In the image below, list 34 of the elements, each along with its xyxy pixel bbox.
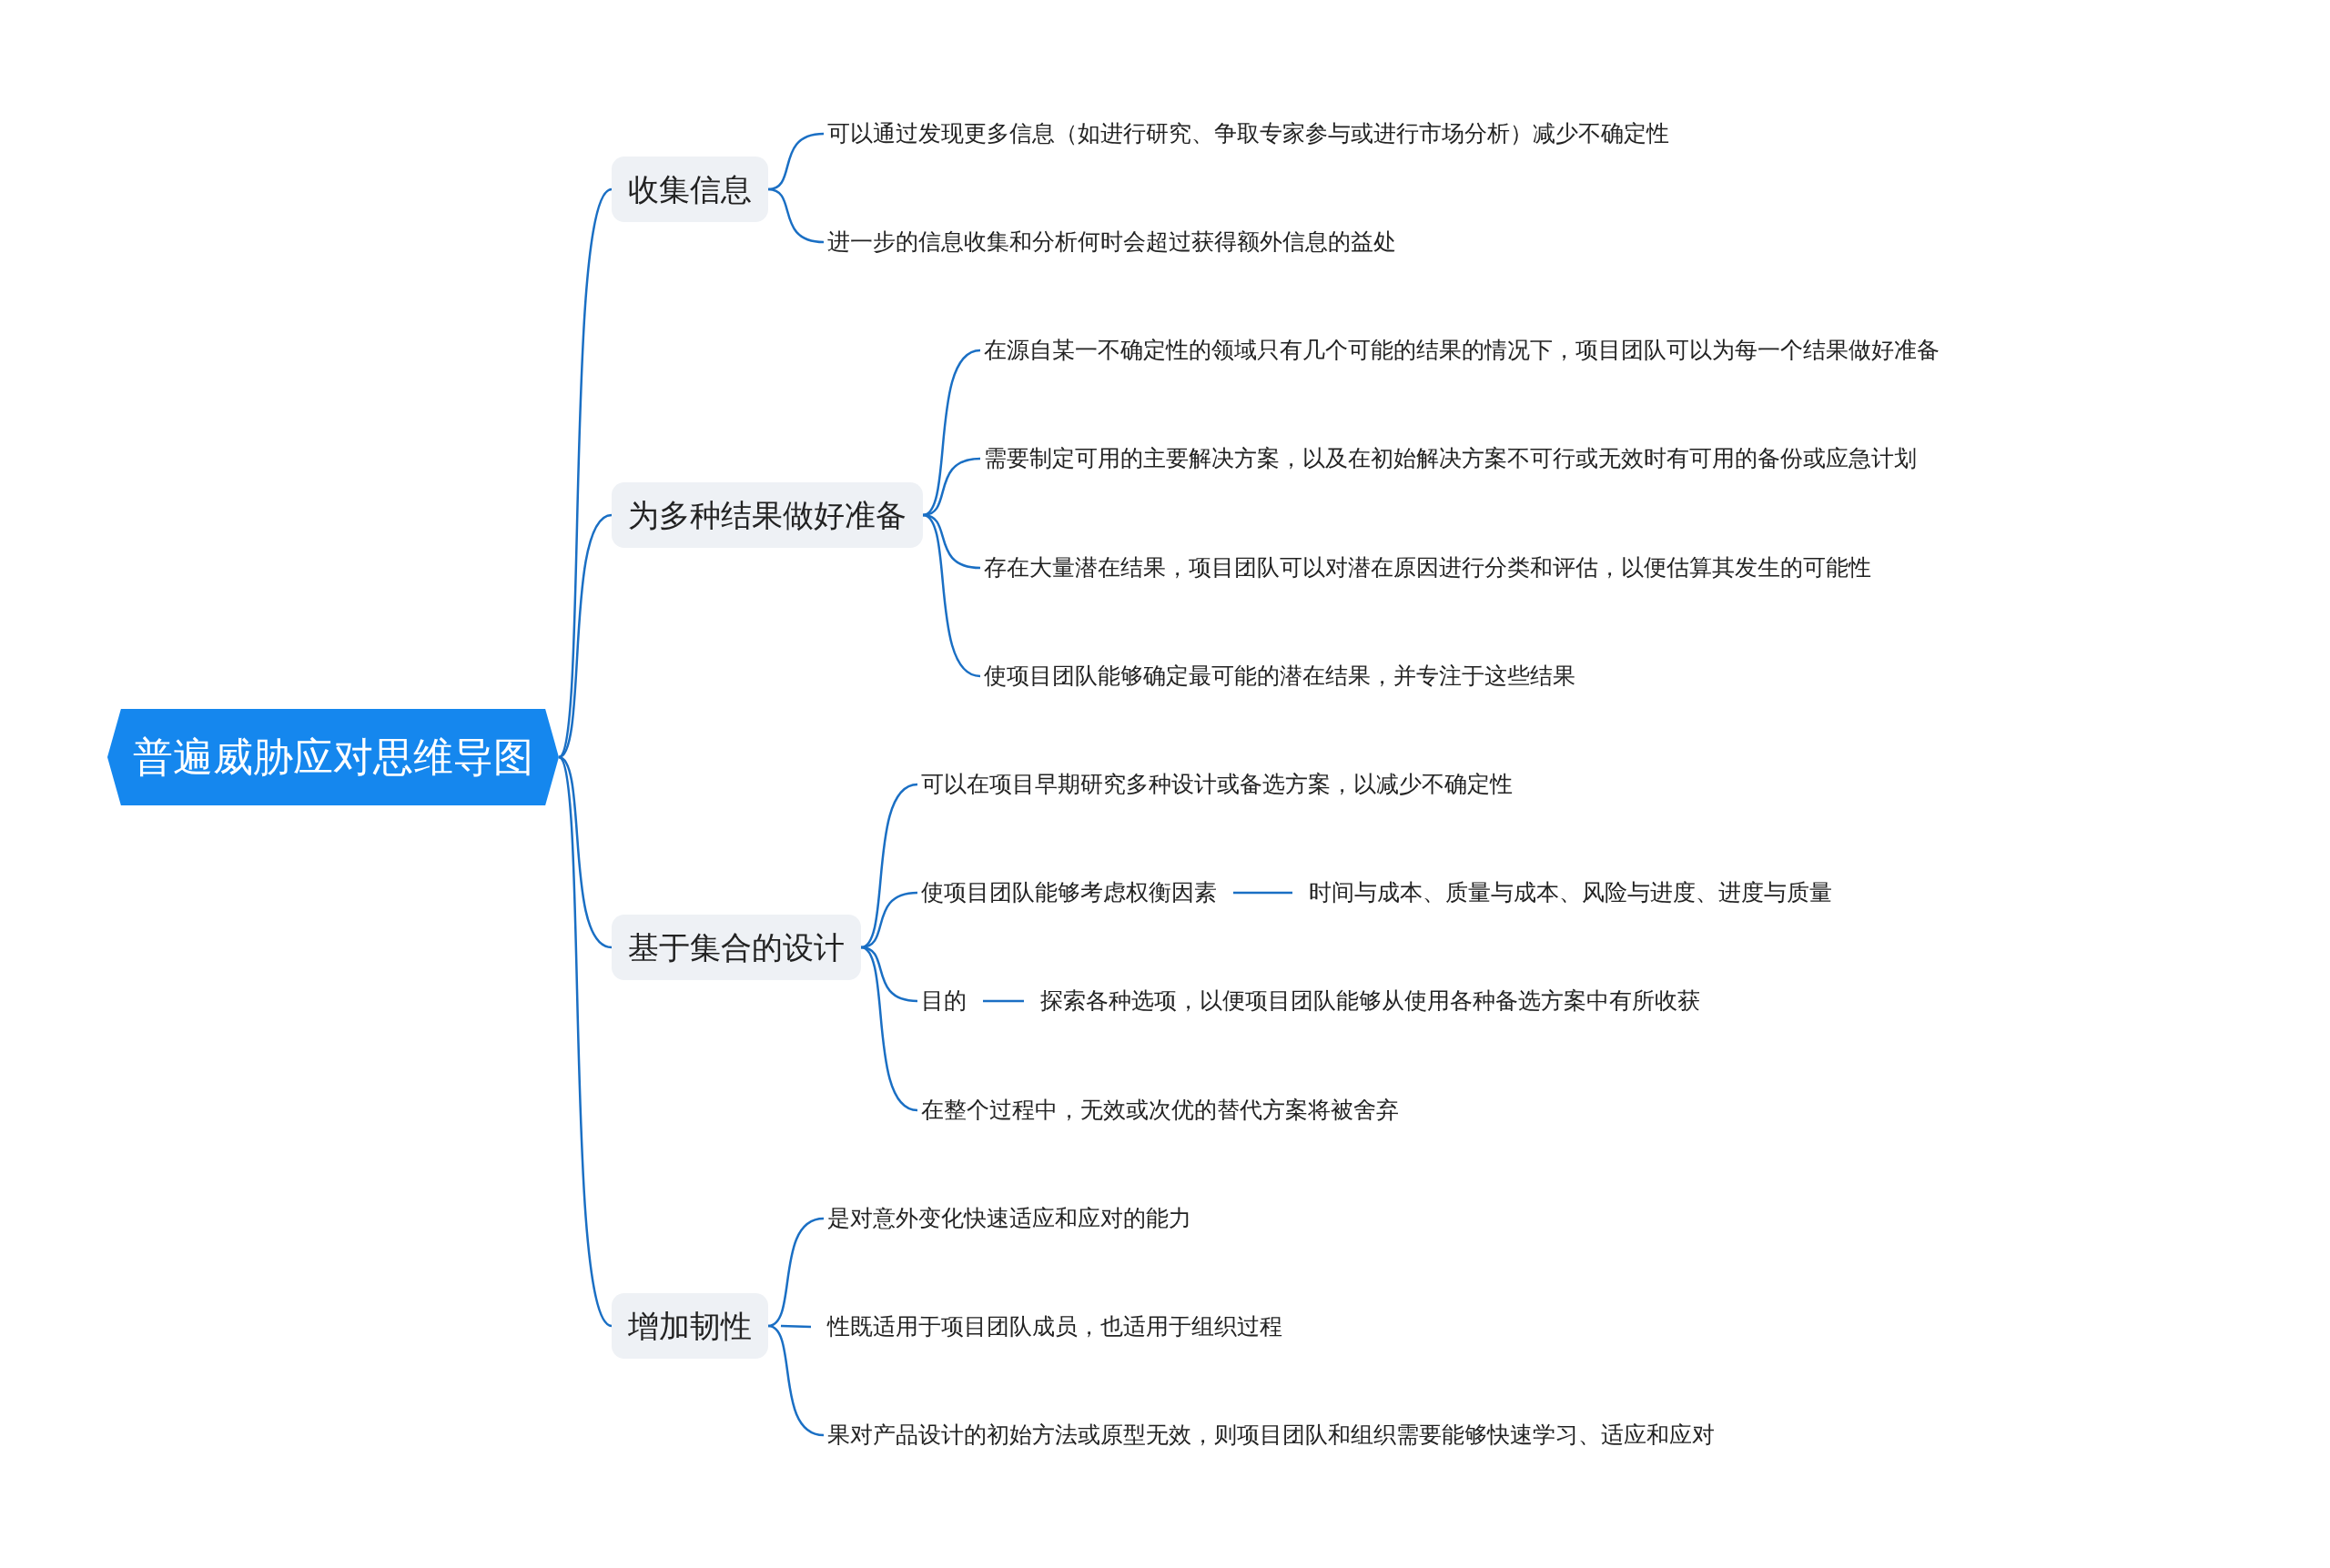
connector-line [557, 756, 613, 1327]
connector-line [558, 755, 613, 949]
subtopic-text: 使项目团队能够确定最可能的潜在结果，并专注于这些结果 [980, 656, 1579, 696]
central-topic: 普遍威胁应对思维导图 [107, 709, 559, 805]
subtopic-text: 使项目团队能够考虑权衡因素 [917, 873, 1221, 913]
subtopic-text: 存在大量潜在结果，项目团队可以对潜在原因进行分类和评估，以便估算其发生的可能性 [980, 548, 1875, 588]
subtopic-text: 是对意外变化快速适应和应对的能力 [824, 1199, 1195, 1239]
subtopic-text: 探索各种选项，以便项目团队能够从使用各种备选方案中有所收获 [1037, 981, 1704, 1021]
connector-line [780, 1324, 812, 1329]
subtopic-text: 可以在项目早期研究多种设计或备选方案，以减少不确定性 [917, 764, 1516, 804]
topic-box: 增加韧性 [612, 1293, 768, 1359]
connector-line [767, 1324, 825, 1437]
subtopic-text: 果对产品设计的初始方法或原型无效，则项目团队和组织需要能够快速学习、适应和应对 [824, 1415, 1718, 1455]
connector-line [1233, 891, 1292, 895]
subtopic-text: 需要制定可用的主要解决方案，以及在初始解决方案不可行或无效时有可用的备份或应急计划 [980, 439, 1920, 479]
subtopic-text: 可以通过发现更多信息（如进行研究、争取专家参与或进行市场分析）减少不确定性 [824, 114, 1673, 154]
subtopic-text: 时间与成本、质量与成本、风险与进度、进度与质量 [1305, 873, 1836, 913]
connector-line [922, 513, 981, 678]
subtopic-text: 目的 [917, 981, 970, 1021]
connector-line [983, 999, 1024, 1003]
subtopic-text: 性既适用于项目团队成员，也适用于组织过程 [824, 1307, 1286, 1347]
topic-box: 基于集合的设计 [612, 915, 861, 980]
connector-line [767, 187, 825, 244]
subtopic-text: 在源自某一不确定性的领域只有几个可能的结果的情况下，项目团队可以为每一个结果做好准备 [980, 330, 1943, 370]
subtopic-text: 在整个过程中，无效或次优的替代方案将被舍弃 [917, 1090, 1403, 1130]
connector-line [922, 349, 981, 517]
connector-line [767, 132, 825, 191]
connector-line [558, 513, 613, 758]
connector-line [767, 1217, 825, 1328]
connector-line [860, 783, 918, 949]
topic-box: 收集信息 [612, 157, 768, 222]
topic-box: 为多种结果做好准备 [612, 482, 923, 548]
subtopic-text: 进一步的信息收集和分析何时会超过获得额外信息的益处 [824, 222, 1400, 262]
connector-line [860, 946, 918, 1112]
